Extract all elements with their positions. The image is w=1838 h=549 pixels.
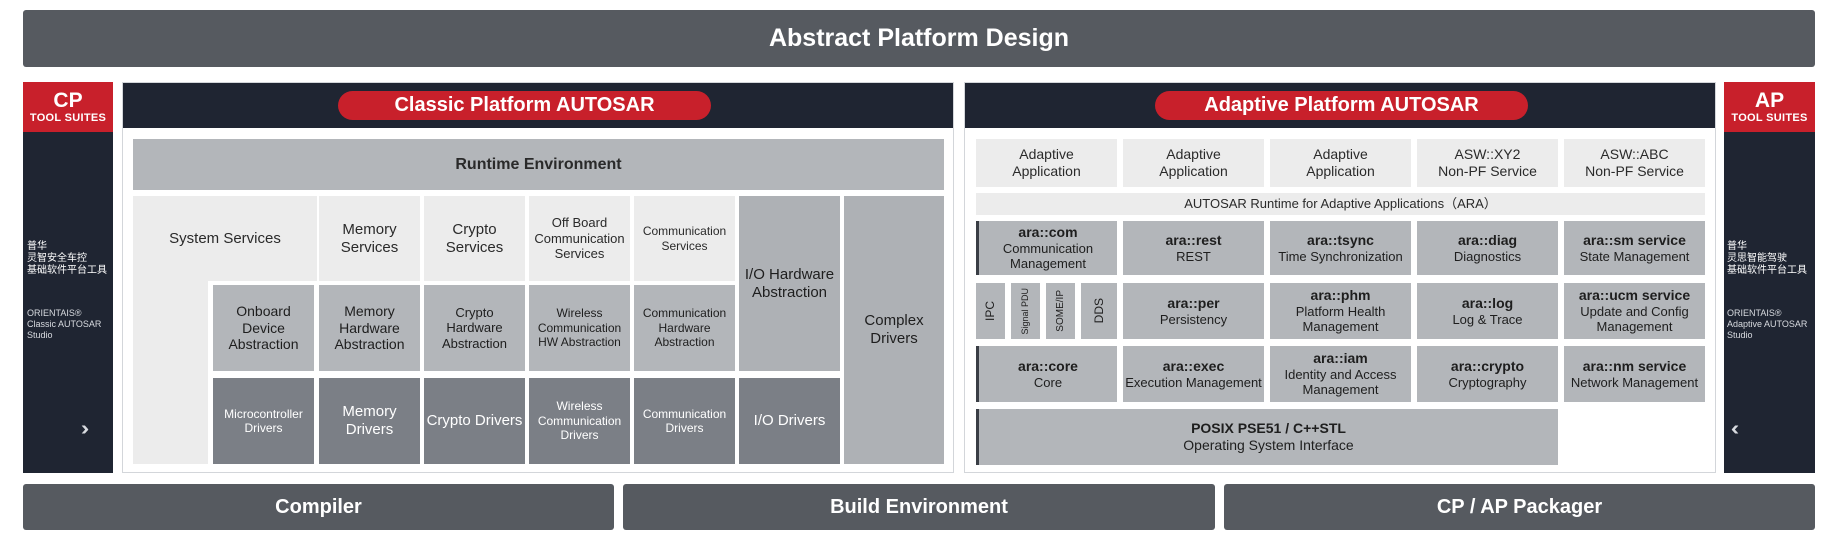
cp-tool-suites-label: TOOL SUITES (29, 112, 107, 124)
memory-services: Memory Services (319, 196, 420, 281)
offboard-communication-services: Off Board Communication Services (529, 196, 630, 281)
packager-label: CP / AP Packager (1436, 495, 1603, 518)
io-hardware-abstraction: I/O Hardware Abstraction (739, 196, 840, 371)
binding-signal-pdu: Signal PDU (1011, 283, 1040, 339)
cp-cn-text: 普华 灵智安全车控 基础软件平台工具 (27, 241, 107, 276)
ara-sm-service: ara::sm service State Management (1564, 221, 1705, 275)
cp-side-head: CP TOOL SUITES (23, 82, 113, 132)
ara-exec: ara::exec Execution Management (1123, 346, 1264, 402)
wireless-communication-drivers: Wireless Communication Drivers (529, 378, 630, 464)
system-services-region-lower (133, 281, 208, 464)
ap-cn-text: 普华 灵思智能驾驶 基础软件平台工具 (1727, 241, 1807, 276)
binding-ipc: IPC (976, 283, 1005, 339)
build-environment-label: Build Environment (830, 495, 1008, 518)
ara-runtime-bar: AUTOSAR Runtime for Adaptive Application… (976, 193, 1705, 215)
crypto-drivers: Crypto Drivers (424, 378, 525, 464)
ara-com: ara::com Communication Management (976, 221, 1117, 275)
system-services-region (133, 196, 317, 281)
posix-os-interface: POSIX PSE51 / C++STL Operating System In… (976, 409, 1558, 465)
io-drivers: I/O Drivers (739, 378, 840, 464)
ap-en-text: ORIENTAIS® Adaptive AUTOSAR Studio (1727, 308, 1808, 340)
communication-drivers: Communication Drivers (634, 378, 735, 464)
system-services: System Services (169, 229, 281, 247)
wireless-communication-hw-abstraction: Wireless Communication HW Abstraction (529, 285, 630, 371)
crypto-hardware-abstraction: Crypto Hardware Abstraction (424, 285, 525, 371)
ap-side-head: AP TOOL SUITES (1724, 82, 1815, 132)
communication-services: Communication Services (634, 196, 735, 281)
onboard-device-abstraction: Onboard Device Abstraction (213, 285, 314, 371)
title-bar: Abstract Platform Design (23, 10, 1815, 67)
classic-platform-panel: Classic Platform AUTOSAR Runtime Environ… (122, 82, 954, 473)
memory-hardware-abstraction: Memory Hardware Abstraction (319, 285, 420, 371)
ara-phm: ara::phm Platform Health Management (1270, 283, 1411, 339)
memory-drivers: Memory Drivers (319, 378, 420, 464)
packager-bar: CP / AP Packager (1224, 484, 1815, 530)
compiler-bar: Compiler (23, 484, 614, 530)
communication-hardware-abstraction: Communication Hardware Abstraction (634, 285, 735, 371)
cp-tool-suites: CP TOOL SUITES 普华 灵智安全车控 基础软件平台工具 ORIENT… (23, 82, 113, 473)
ap-label: AP (1754, 89, 1785, 112)
complex-drivers: Complex Drivers (844, 196, 944, 464)
ara-nm-service: ara::nm service Network Management (1564, 346, 1705, 402)
classic-platform-title: Classic Platform AUTOSAR (338, 91, 711, 120)
ara-ucm-service: ara::ucm service Update and Config Manag… (1564, 283, 1705, 339)
forward-arrows-icon: ››› (81, 418, 89, 440)
binding-dds: DDS (1081, 283, 1117, 339)
ara-crypto: ara::crypto Cryptography (1417, 346, 1558, 402)
build-environment-bar: Build Environment (623, 484, 1215, 530)
runtime-environment: Runtime Environment (133, 139, 944, 190)
compiler-label: Compiler (275, 495, 362, 518)
ara-rest: ara::rest REST (1123, 221, 1264, 275)
page-title: Abstract Platform Design (768, 24, 1070, 52)
ara-diag: ara::diag Diagnostics (1417, 221, 1558, 275)
cp-label: CP (53, 89, 83, 112)
adaptive-platform-title: Adaptive Platform AUTOSAR (1155, 91, 1528, 120)
ara-log: ara::log Log & Trace (1417, 283, 1558, 339)
backward-arrows-icon: ‹‹‹ (1731, 418, 1739, 440)
ara-iam: ara::iam Identity and Access Management (1270, 346, 1411, 402)
ap-tool-suites: AP TOOL SUITES 普华 灵思智能驾驶 基础软件平台工具 ORIENT… (1724, 82, 1815, 473)
binding-someip: SOME/IP (1046, 283, 1075, 339)
crypto-services: Crypto Services (424, 196, 525, 281)
ara-tsync: ara::tsync Time Synchronization (1270, 221, 1411, 275)
ap-tool-suites-label: TOOL SUITES (1731, 112, 1808, 124)
microcontroller-drivers: Microcontroller Drivers (213, 378, 314, 464)
ara-per: ara::per Persistency (1123, 283, 1264, 339)
ara-core: ara::core Core (976, 346, 1117, 402)
cp-en-text: ORIENTAIS® Classic AUTOSAR Studio (27, 308, 102, 340)
